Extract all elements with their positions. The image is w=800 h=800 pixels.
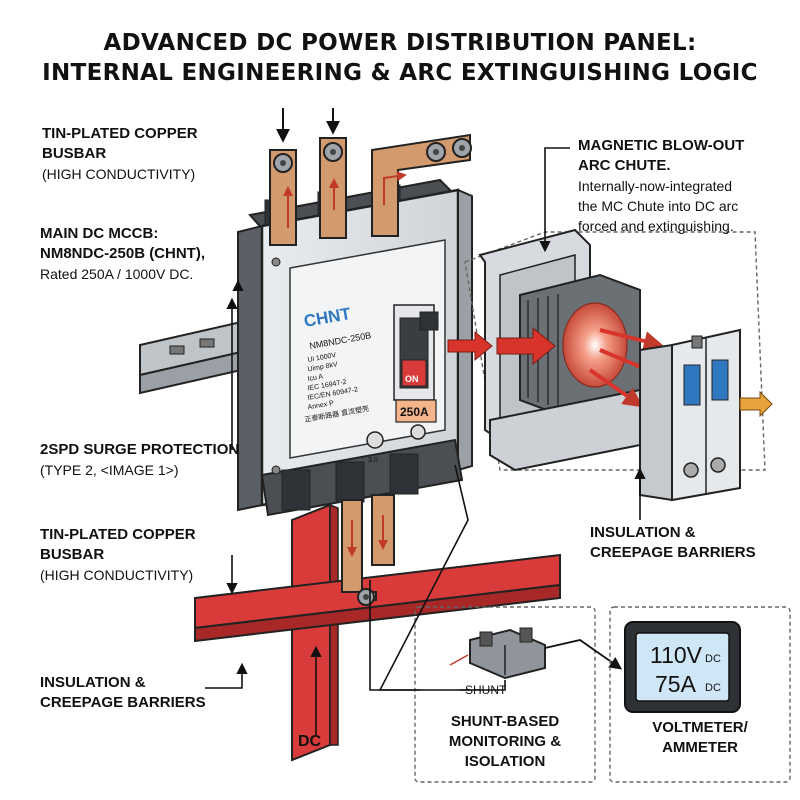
- meter-current-unit: DC: [705, 682, 721, 694]
- label-meter: VOLTMETER/ AMMETER: [610, 718, 790, 758]
- spd-module: [639, 328, 773, 502]
- label-mccb-line3: Rated 250A / 1000V DC.: [40, 266, 194, 282]
- label-busbar-bottom-line1: TIN-PLATED COPPER: [40, 526, 196, 543]
- breaker-spec-line: Icu A: [307, 373, 324, 383]
- label-spd: 2SPD SURGE PROTECTION (TYPE 2, <IMAGE 1>…: [40, 440, 239, 480]
- red-horizontal-busbar: [194, 553, 561, 643]
- shunt-tag: SHUNT: [465, 683, 507, 697]
- meter-voltage-unit: DC: [705, 653, 721, 665]
- meter-voltage: 110V: [650, 642, 703, 668]
- label-arc-chute-line2: ARC CHUTE.: [578, 157, 671, 174]
- breaker-dial-mark: 3.0: [368, 457, 378, 464]
- label-insulation-right-line2: CREEPAGE BARRIERS: [590, 544, 756, 561]
- label-insulation-left: INSULATION & CREEPAGE BARRIERS: [40, 673, 206, 713]
- label-spd-line2: (TYPE 2, <IMAGE 1>): [40, 462, 179, 478]
- label-shunt: SHUNT-BASED MONITORING & ISOLATION: [415, 712, 595, 772]
- breaker-rating: 250A: [400, 405, 429, 419]
- label-mccb-line2: NM8NDC-250B (CHNT),: [40, 245, 206, 262]
- label-dc-text: DC: [298, 733, 322, 750]
- label-mccb-line1: MAIN DC MCCB:: [40, 225, 159, 242]
- title-line-2: INTERNAL ENGINEERING & ARC EXTINGUISHING…: [42, 60, 758, 86]
- leader-lines: [205, 147, 646, 735]
- label-shunt-line1: SHUNT-BASED: [450, 713, 560, 730]
- label-meter-line2: AMMETER: [662, 739, 738, 756]
- label-busbar-bottom: TIN-PLATED COPPER BUSBAR (HIGH CONDUCTIV…: [40, 525, 196, 585]
- label-busbar-top-line2: BUSBAR: [42, 145, 107, 162]
- label-insulation-right: INSULATION & CREEPAGE BARRIERS: [590, 523, 756, 563]
- label-arc-chute: MAGNETIC BLOW-OUT ARC CHUTE. Internally-…: [578, 136, 744, 236]
- breaker-spec-line: Ui 1000V: [307, 352, 337, 364]
- label-shunt-line2: MONITORING &: [448, 733, 562, 750]
- label-insulation-left-line1: INSULATION &: [40, 674, 146, 691]
- label-arc-chute-line3: Internally-now-integrated: [578, 178, 733, 194]
- mccb-breaker: [237, 178, 473, 517]
- label-busbar-top: TIN-PLATED COPPER BUSBAR (HIGH CONDUCTIV…: [42, 124, 198, 184]
- label-mccb: MAIN DC MCCB: NM8NDC-250B (CHNT), Rated …: [40, 224, 205, 284]
- label-busbar-bottom-line3: (HIGH CONDUCTIVITY): [40, 567, 194, 583]
- label-meter-line1: VOLTMETER/: [652, 719, 748, 736]
- breaker-spec-line: Annex P: [307, 400, 335, 412]
- breaker-on-label: ON: [405, 374, 419, 384]
- label-insulation-left-line2: CREEPAGE BARRIERS: [40, 694, 206, 711]
- meter-current: 75A: [655, 671, 697, 697]
- label-insulation-right-line1: INSULATION &: [590, 524, 696, 541]
- label-shunt-line3: ISOLATION: [464, 753, 546, 770]
- red-vertical-busbar: [291, 503, 339, 762]
- meter-callout: [609, 606, 791, 783]
- bottom-copper-busbars: [341, 494, 395, 606]
- label-busbar-bottom-line2: BUSBAR: [40, 546, 105, 563]
- title-line-1: ADVANCED DC POWER DISTRIBUTION PANEL:: [103, 30, 697, 56]
- label-spd-line1: 2SPD SURGE PROTECTION: [40, 441, 240, 458]
- label-busbar-top-line3: (HIGH CONDUCTIVITY): [42, 166, 196, 182]
- label-arc-chute-line1: MAGNETIC BLOW-OUT: [578, 137, 745, 154]
- shunt-callout: [414, 606, 623, 783]
- top-copper-busbars: [269, 133, 472, 246]
- label-busbar-top-line1: TIN-PLATED COPPER: [42, 125, 198, 142]
- label-arc-chute-line5: forced and extinguishing.: [578, 218, 734, 234]
- label-arc-chute-line4: the MC Chute into DC arc: [578, 198, 739, 214]
- label-dc: DC: [298, 732, 321, 752]
- arc-chute-callout: [464, 228, 766, 472]
